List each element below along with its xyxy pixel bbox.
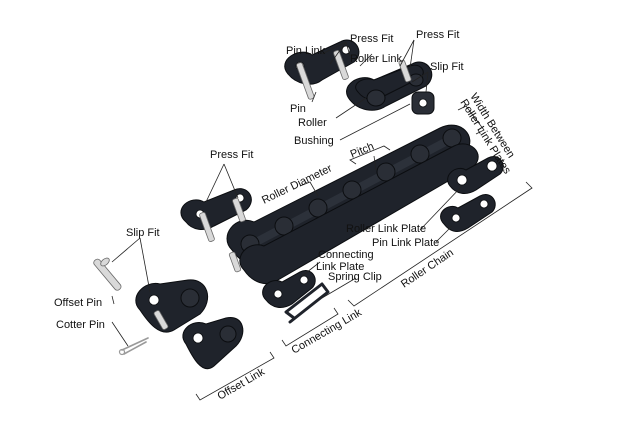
- label-roller-chain: Roller Chain: [399, 247, 456, 291]
- pin-link-plate-part: [440, 194, 496, 232]
- label-roller-link: Roller Link: [350, 53, 402, 65]
- pin-link-part: [284, 39, 360, 100]
- bushing-part: [411, 91, 435, 115]
- spring-clip-part: [284, 282, 330, 324]
- label-pin: Pin: [290, 103, 306, 115]
- label-pin-link-plate: Pin Link Plate: [372, 237, 439, 249]
- offset-link-part: [182, 317, 244, 369]
- label-press-fit-top-right: Press Fit: [416, 29, 459, 41]
- label-roller: Roller: [298, 117, 327, 129]
- press-fit-pin-link-part: [180, 188, 252, 242]
- label-pitch: Pitch: [349, 140, 376, 160]
- label-slip-fit-top: Slip Fit: [430, 61, 464, 73]
- cotter-pin-part: [118, 337, 149, 356]
- label-offset-link: Offset Link: [216, 366, 268, 403]
- label-connecting-link-plate-line1: Connecting: [318, 249, 374, 261]
- offset-link-assembly-part: [135, 279, 209, 333]
- roller-chain-body: [226, 124, 479, 285]
- label-offset-pin: Offset Pin: [54, 297, 102, 309]
- label-press-fit-mid: Press Fit: [210, 149, 253, 161]
- label-cotter-pin: Cotter Pin: [56, 319, 105, 331]
- offset-pin-part: [93, 257, 122, 291]
- label-pin-link: Pin Link: [286, 45, 326, 57]
- label-bushing: Bushing: [294, 135, 334, 147]
- label-press-fit-top-left: Press Fit: [350, 33, 393, 45]
- label-slip-fit-left: Slip Fit: [126, 227, 160, 239]
- roller-link-part: [346, 59, 433, 111]
- label-roller-link-plate: Roller Link Plate: [346, 223, 426, 235]
- connecting-link-plate-part: [262, 270, 316, 308]
- label-spring-clip: Spring Clip: [328, 271, 382, 283]
- roller-link-plate-part: [447, 156, 504, 194]
- leader-lines: [111, 39, 533, 401]
- label-connecting-link-plate-line2: Link Plate: [316, 261, 364, 273]
